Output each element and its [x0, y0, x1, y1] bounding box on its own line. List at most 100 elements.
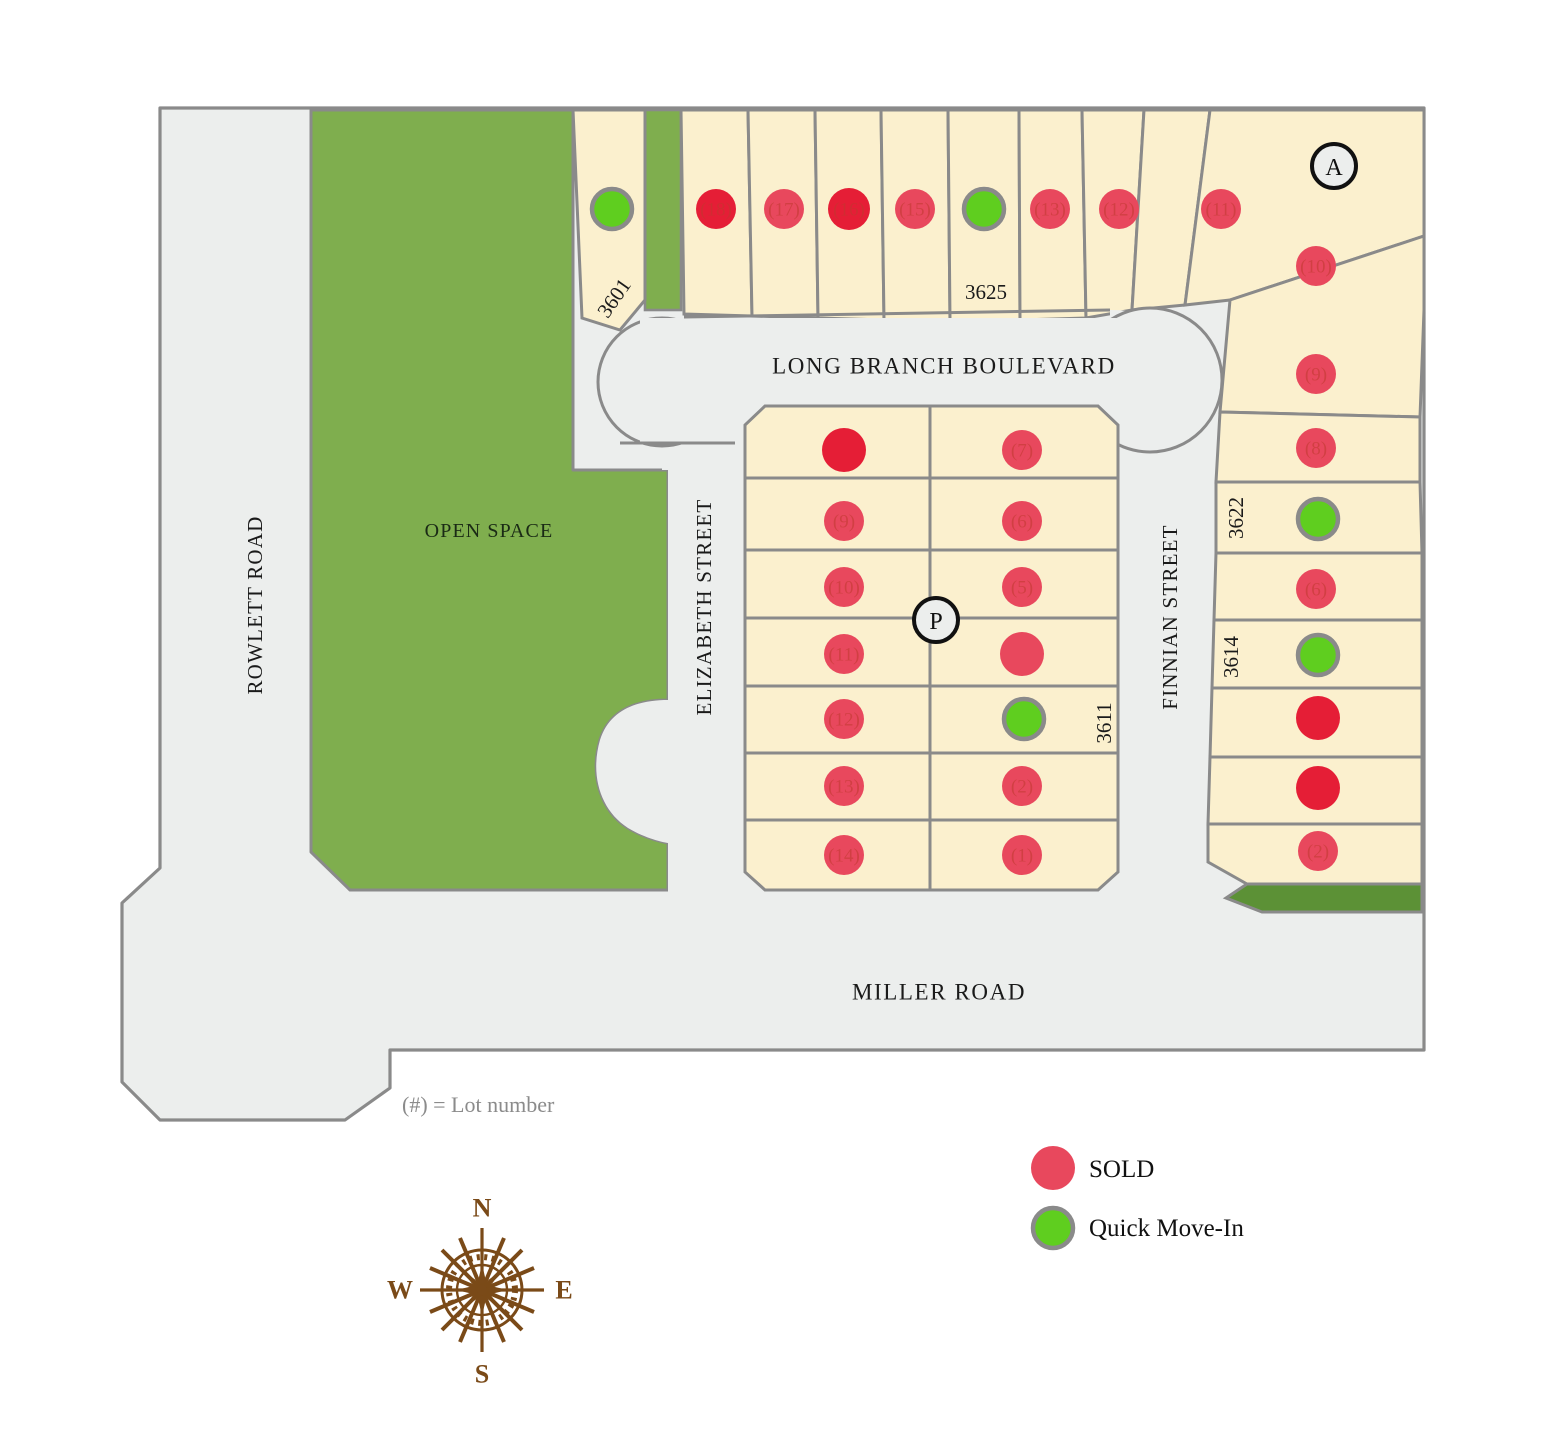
miller-road-label: MILLER ROAD [852, 980, 1026, 1005]
lot-marker-c14[interactable]: (14) [824, 835, 864, 875]
lot-number-label: (13) [828, 777, 860, 798]
compass-outer-ring [440, 1248, 524, 1332]
lot-marker-r7-quick[interactable] [1295, 496, 1341, 542]
marker-a-letter: A [1325, 155, 1343, 181]
legend-sold-dot [1031, 1146, 1075, 1190]
sold-dot[interactable] [1002, 567, 1042, 607]
park-marker-p[interactable]: P [912, 596, 960, 644]
lot-marker-r10[interactable]: (10) [1296, 246, 1336, 286]
marker-circle[interactable] [1310, 142, 1358, 190]
lot-marker-12[interactable]: (12) [1099, 189, 1139, 229]
lot-number-label: (9) [833, 512, 855, 533]
sold-dot[interactable] [1002, 835, 1042, 875]
sold-dot[interactable] [1002, 430, 1042, 470]
sold-dot[interactable] [824, 567, 864, 607]
lot-number-label: (12) [828, 710, 860, 731]
lot-number-label: (15) [899, 200, 931, 221]
lot-marker-quick-2[interactable] [961, 186, 1007, 232]
lot-number-label: (18) [700, 200, 732, 221]
sold-dot[interactable] [824, 501, 864, 541]
lot-number-footnote: (#) = Lot number [402, 1092, 555, 1117]
lot-marker-r3[interactable] [1296, 766, 1340, 810]
sold-dot[interactable] [1296, 696, 1340, 740]
lot-marker-18[interactable]: (18) [696, 189, 736, 229]
top-row-markers: (18) (17) (16) (15) (13) (12) (11) [589, 186, 1241, 232]
center-left-markers: (9) (10) (11) (12) (13) (14) [822, 428, 866, 875]
lot-marker-15[interactable]: (15) [895, 189, 935, 229]
sold-dot[interactable] [1201, 189, 1241, 229]
lot-marker-cr7[interactable]: (7) [1002, 430, 1042, 470]
sold-dot[interactable] [828, 188, 870, 230]
sold-dot[interactable] [1296, 569, 1336, 609]
sold-dot[interactable] [1030, 189, 1070, 229]
legend-item-sold: SOLD [1031, 1146, 1154, 1190]
lot-marker-cr2[interactable]: (2) [1002, 766, 1042, 806]
right-column-markers: (10) (9) (8) (6) (2) [1295, 246, 1341, 871]
lot-number-label: (6) [1011, 512, 1033, 533]
open-space-strip-bottom-right [1222, 882, 1424, 914]
sold-dot[interactable] [696, 189, 736, 229]
lot-number-label: (8) [1305, 439, 1327, 460]
lot-marker-r5-quick[interactable] [1295, 632, 1341, 678]
sold-dot[interactable] [824, 634, 864, 674]
elizabeth-street-label: ELIZABETH STREET [692, 499, 716, 716]
lot-marker-r4[interactable] [1296, 696, 1340, 740]
lot-marker-c8[interactable] [822, 428, 866, 472]
lot-marker-cr6[interactable]: (6) [1002, 501, 1042, 541]
lot-marker-cr1[interactable]: (1) [1002, 835, 1042, 875]
sold-dot[interactable] [824, 835, 864, 875]
sold-dot[interactable] [1296, 246, 1336, 286]
center-block-lots [743, 404, 1120, 892]
lot-marker-r8[interactable]: (8) [1296, 428, 1336, 468]
sold-dot[interactable] [824, 699, 864, 739]
lot-marker-cr5[interactable]: (5) [1002, 567, 1042, 607]
address-3614: 3614 [1219, 636, 1243, 679]
quick-move-in-dot[interactable] [1001, 696, 1047, 742]
legend-sold-label: SOLD [1089, 1156, 1154, 1183]
sold-dot[interactable] [764, 189, 804, 229]
amenity-marker-a[interactable]: A [1310, 142, 1358, 190]
compass-south-label: S [475, 1360, 489, 1389]
lot-marker-c10[interactable]: (10) [824, 567, 864, 607]
sold-dot[interactable] [895, 189, 935, 229]
quick-move-in-dot[interactable] [1295, 632, 1341, 678]
lot-marker-cr3-quick[interactable] [1001, 696, 1047, 742]
compass-tick-ring [446, 1254, 518, 1326]
lot-marker-r6[interactable]: (6) [1296, 569, 1336, 609]
legend-item-quick-move-in: Quick Move-In [1030, 1205, 1244, 1251]
lot-marker-11[interactable]: (11) [1201, 189, 1241, 229]
long-branch-boulevard-label: LONG BRANCH BOULEVARD [772, 354, 1116, 379]
address-labels: 3601 3625 3622 3614 3611 [592, 274, 1248, 744]
lot-number-label: (11) [829, 645, 860, 666]
lot-number-label: (10) [828, 578, 860, 599]
sold-dot[interactable] [1002, 766, 1042, 806]
lot-marker-13[interactable]: (13) [1030, 189, 1070, 229]
sold-dot[interactable] [1296, 428, 1336, 468]
quick-move-in-dot[interactable] [1295, 496, 1341, 542]
sold-dot[interactable] [1099, 189, 1139, 229]
lot-marker-16[interactable]: (16) [828, 188, 870, 230]
lot-marker-c13[interactable]: (13) [824, 766, 864, 806]
lot-marker-c12[interactable]: (12) [824, 699, 864, 739]
lot-marker-cr4[interactable] [1000, 632, 1044, 676]
lot-marker-quick[interactable] [589, 186, 635, 232]
sold-dot[interactable] [1000, 632, 1044, 676]
finnian-street-label: FINNIAN STREET [1158, 524, 1182, 709]
lot-marker-c11[interactable]: (11) [824, 634, 864, 674]
quick-move-in-dot[interactable] [589, 186, 635, 232]
marker-circle[interactable] [912, 596, 960, 644]
compass-rose: N E S W [387, 1194, 573, 1389]
sold-dot[interactable] [1296, 766, 1340, 810]
sold-dot[interactable] [1002, 501, 1042, 541]
sold-dot[interactable] [1298, 831, 1338, 871]
lot-number-label: (5) [1011, 578, 1033, 599]
sold-dot[interactable] [822, 428, 866, 472]
quick-move-in-dot[interactable] [961, 186, 1007, 232]
lot-marker-17[interactable]: (17) [764, 189, 804, 229]
lot-number-label: (2) [1307, 842, 1329, 863]
lot-marker-c9[interactable]: (9) [824, 501, 864, 541]
lot-marker-r2[interactable]: (2) [1298, 831, 1338, 871]
sold-dot[interactable] [1296, 354, 1336, 394]
sold-dot[interactable] [824, 766, 864, 806]
lot-marker-r9[interactable]: (9) [1296, 354, 1336, 394]
